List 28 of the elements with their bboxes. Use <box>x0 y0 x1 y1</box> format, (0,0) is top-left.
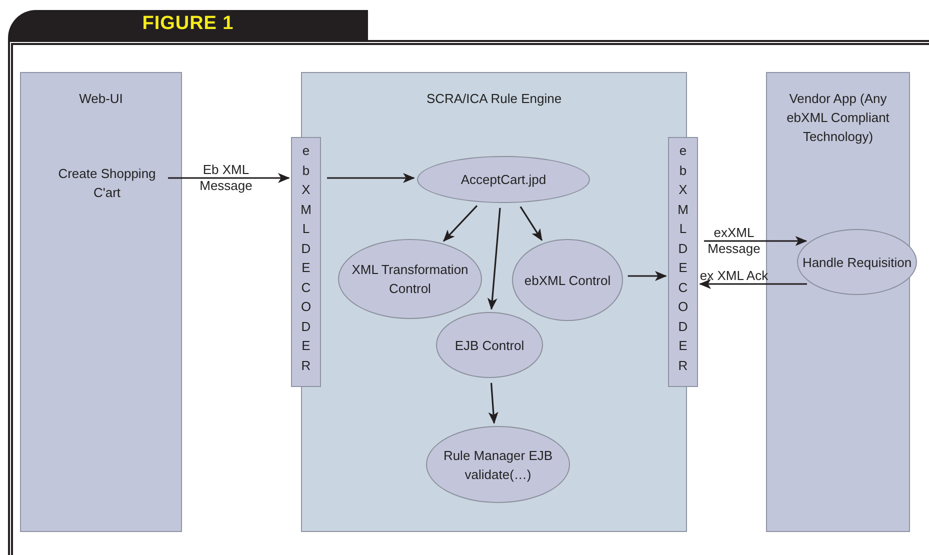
arrow <box>443 205 478 242</box>
node-label: ebXML Control <box>523 272 612 290</box>
decoder-label: ebXML DECODER <box>676 142 690 374</box>
arrow <box>327 173 416 183</box>
node-label: EJB Control <box>454 336 526 354</box>
node-label: AcceptCart.jpd <box>460 171 548 189</box>
node-label: Handle Requisition <box>801 254 913 272</box>
edge-label: exXML Message <box>706 225 762 257</box>
system-panel <box>20 72 182 532</box>
arrow <box>628 271 667 281</box>
panel-title: Vendor App (Any ebXML Compliant Technology) <box>786 90 890 146</box>
arrow <box>488 382 498 424</box>
edge-label: ex XML Ack <box>699 268 769 284</box>
decoder-bar <box>291 137 321 387</box>
arrow <box>168 173 290 183</box>
arrow <box>487 208 501 310</box>
edge-label: Eb XML Message <box>198 162 254 194</box>
arrow <box>699 279 807 289</box>
arrow <box>704 236 808 246</box>
decoder-bar <box>668 137 698 387</box>
figure-title: FIGURE 1 <box>142 12 234 36</box>
node-label: Create Shopping C'art <box>57 165 157 202</box>
panel-title: SCRA/ICA Rule Engine <box>425 90 563 108</box>
decoder-label: ebXML DECODER <box>300 142 312 374</box>
node-label: XML Transformation Control <box>350 261 470 298</box>
panel-title: Web-UI <box>78 90 124 108</box>
node-label: Rule Manager EJB validate(…) <box>442 446 554 484</box>
arrow <box>520 206 542 242</box>
